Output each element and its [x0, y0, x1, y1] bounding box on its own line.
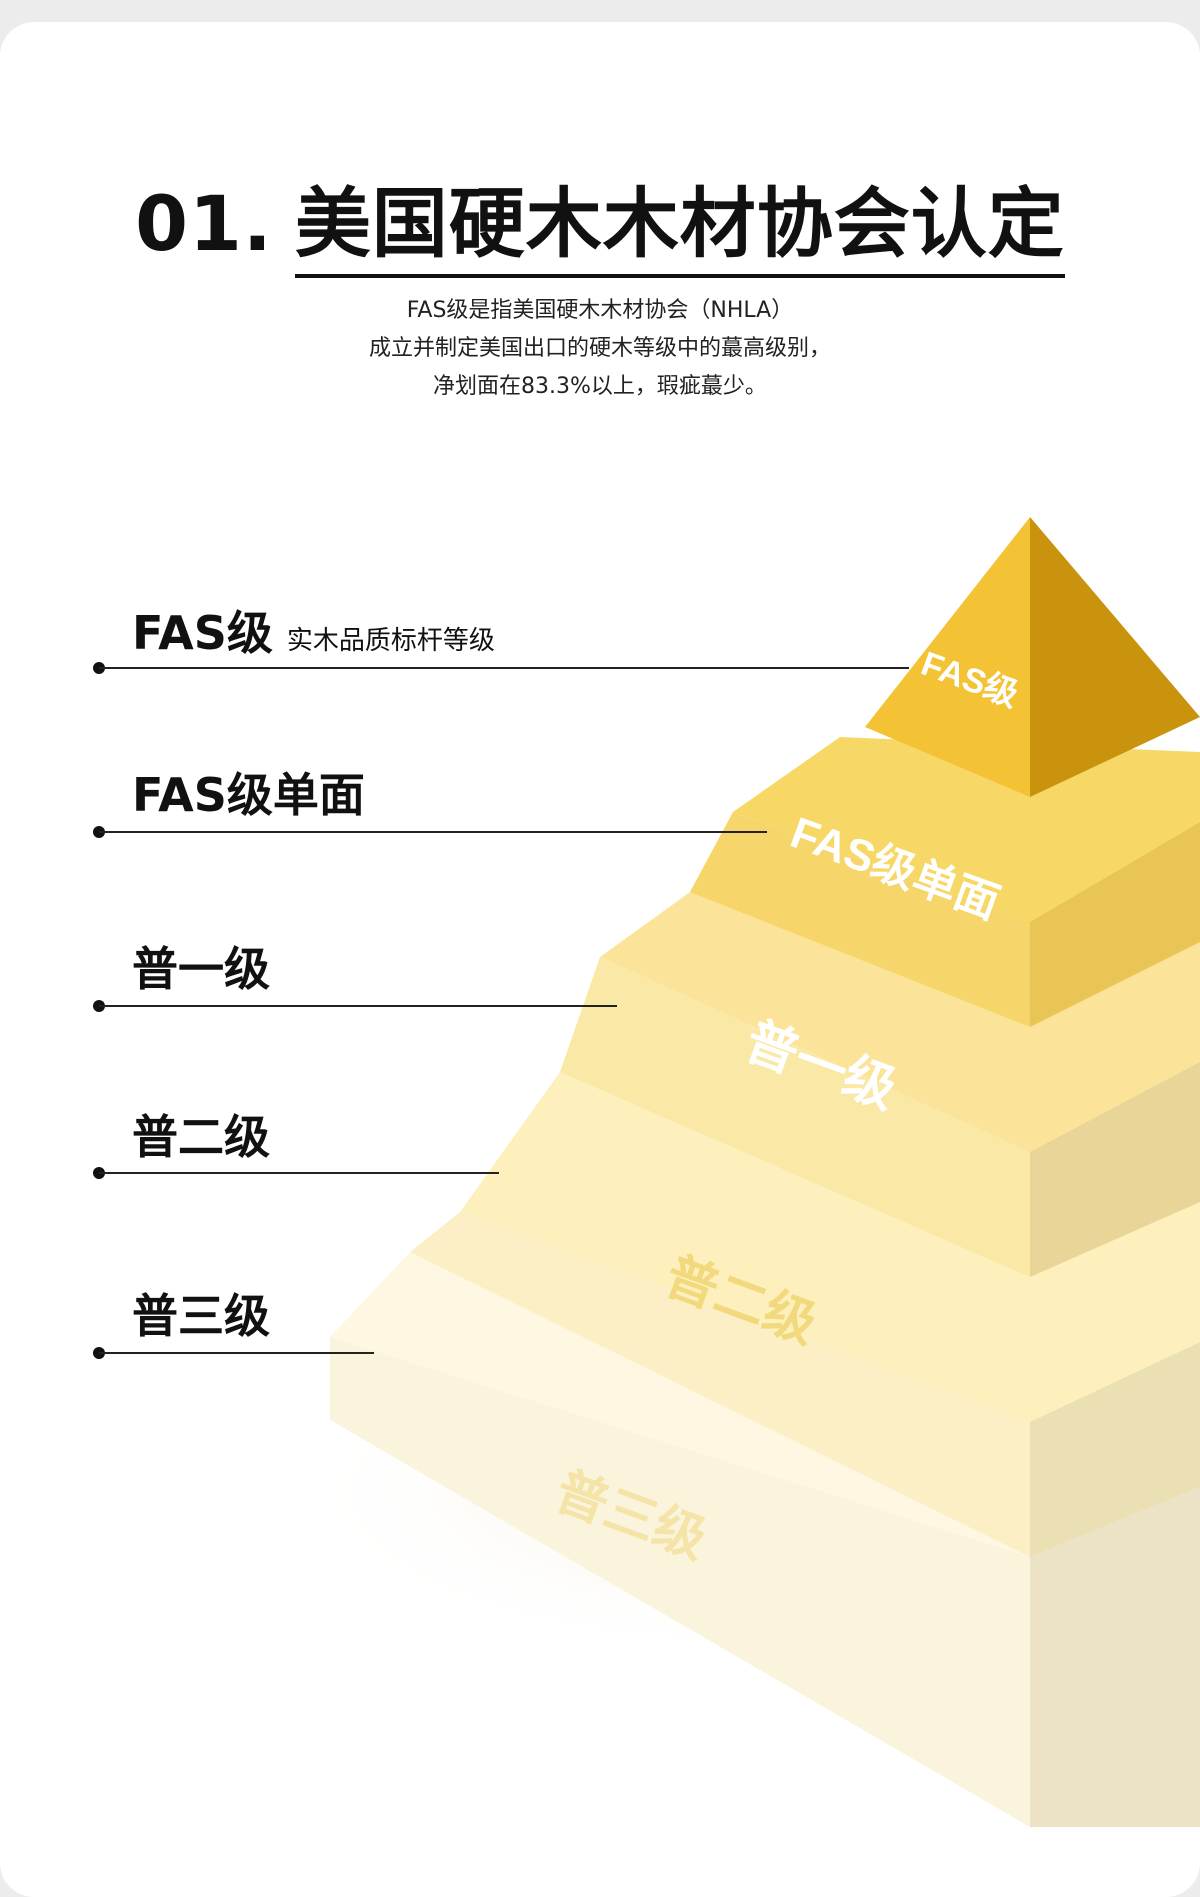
content-card: 01.美国硬木木材协会认定 FAS级是指美国硬木木材协会（NHLA） 成立并制定… [0, 22, 1200, 1897]
description-line: 成立并制定美国出口的硬木等级中的蕞高级别， [368, 336, 831, 361]
page-heading: 01.美国硬木木材协会认定 [0, 162, 1200, 278]
level-label-grade-1: 普一级 [132, 942, 270, 996]
level-label-fas: FAS级实木品质标杆等级 [132, 606, 495, 660]
description-line: 净划面在83.3%以上，瑕疵蕞少。 [433, 374, 767, 399]
level-label-grade-2: 普二级 [132, 1110, 270, 1164]
description: FAS级是指美国硬木木材协会（NHLA） 成立并制定美国出口的硬木等级中的蕞高级… [0, 292, 1200, 406]
leader-line [99, 1172, 499, 1174]
pyramid-tier-1: FAS级 [865, 517, 1200, 797]
leader-line [99, 1005, 617, 1007]
description-line: FAS级是指美国硬木木材协会（NHLA） [406, 298, 794, 323]
heading-number: 01. [135, 179, 273, 268]
leader-line [99, 667, 909, 669]
leader-line [99, 1352, 374, 1354]
leader-line [99, 831, 767, 833]
level-label-fas-single: FAS级单面 [132, 768, 365, 822]
level-sublabel-fas: 实木品质标杆等级 [286, 626, 495, 656]
pyramid-tier-2: FAS级单面 [690, 737, 1200, 1027]
heading-title: 美国硬木木材协会认定 [294, 162, 1065, 278]
pyramid-graphic: 普三级 普二级 普一级 FAS级单面 FAS级 [290, 517, 1200, 1827]
level-label-grade-3: 普三级 [132, 1289, 270, 1343]
